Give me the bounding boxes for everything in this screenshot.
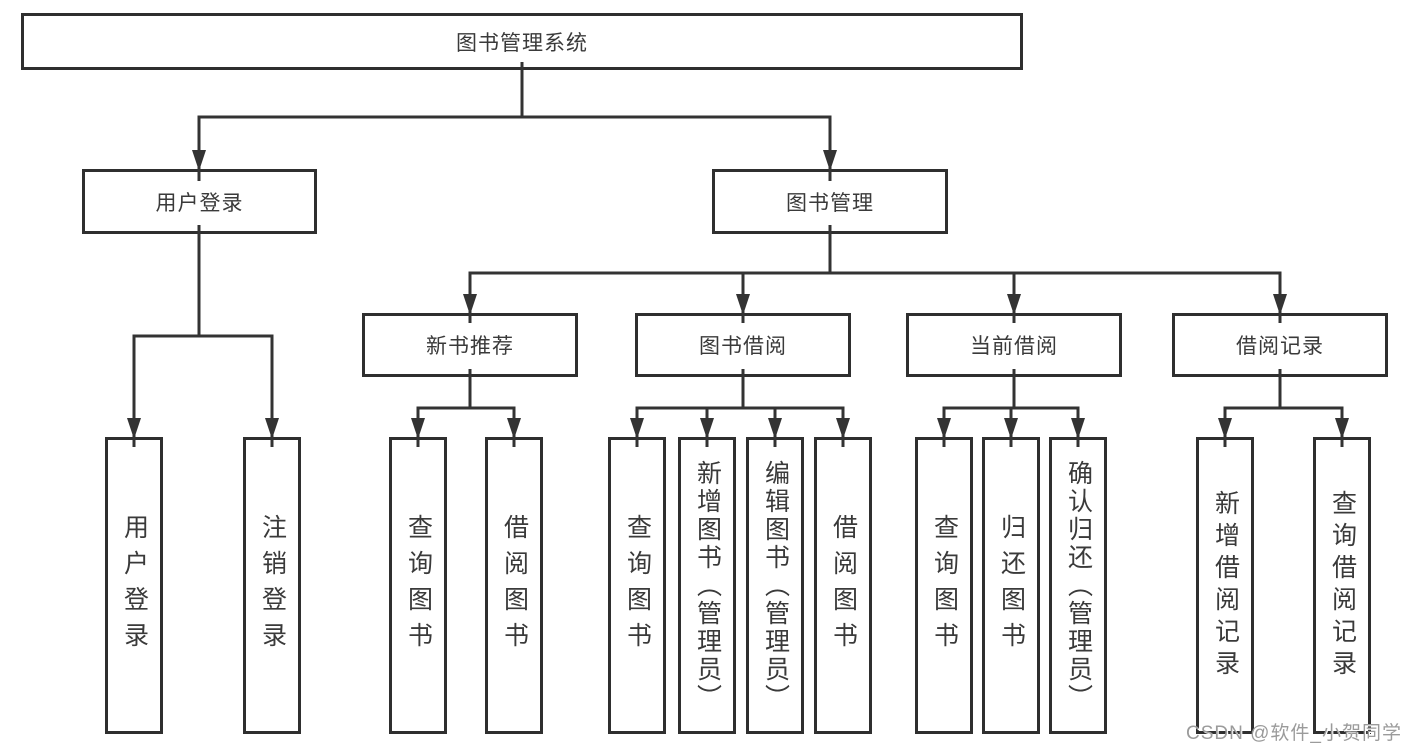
- node-label: 查询图书: [930, 513, 959, 658]
- node-label: 归还图书: [997, 513, 1026, 658]
- node-label: 图书借阅: [699, 335, 787, 358]
- node-book-borrowing: 图书借阅: [635, 313, 851, 377]
- leaf-add-borrow-record: 新增借阅记录: [1196, 437, 1254, 734]
- node-label: 当前借阅: [970, 335, 1058, 358]
- leaf-borrow-books-recommend: 借阅图书: [485, 437, 543, 734]
- leaf-user-login: 用户登录: [105, 437, 163, 734]
- node-label: 新书推荐: [426, 335, 514, 358]
- node-user-login: 用户登录: [82, 169, 317, 234]
- node-label: 图书管理: [786, 191, 874, 215]
- leaf-confirm-return-admin: 确认归还（管理员）: [1049, 437, 1107, 734]
- leaf-add-book-admin: 新增图书（管理员）: [678, 437, 736, 734]
- node-label: 查询图书: [623, 513, 652, 658]
- node-borrowing-records: 借阅记录: [1172, 313, 1388, 377]
- node-label: 新增图书（管理员）: [693, 459, 722, 712]
- leaf-return-book: 归还图书: [982, 437, 1040, 734]
- node-label: 查询借阅记录: [1328, 489, 1357, 682]
- leaf-query-books-current: 查询图书: [915, 437, 973, 734]
- leaf-query-books-borrow: 查询图书: [608, 437, 666, 734]
- watermark-text: CSDN @软件_小贺同学: [1186, 723, 1402, 744]
- leaf-query-borrow-record: 查询借阅记录: [1313, 437, 1371, 734]
- node-label: 查询图书: [404, 513, 433, 658]
- leaf-borrow-books: 借阅图书: [814, 437, 872, 734]
- node-label: 借阅图书: [829, 513, 858, 658]
- node-label: 图书管理系统: [456, 31, 588, 55]
- node-current-borrowing: 当前借阅: [906, 313, 1122, 377]
- node-label: 注销登录: [258, 513, 287, 658]
- node-label: 借阅记录: [1236, 335, 1324, 358]
- node-label: 新增借阅记录: [1211, 489, 1240, 682]
- node-label: 用户登录: [120, 513, 149, 658]
- node-new-book-recommendation: 新书推荐: [362, 313, 578, 377]
- node-label: 编辑图书（管理员）: [761, 459, 790, 712]
- leaf-edit-book-admin: 编辑图书（管理员）: [746, 437, 804, 734]
- leaf-logout: 注销登录: [243, 437, 301, 734]
- node-book-management: 图书管理: [712, 169, 948, 234]
- node-label: 确认归还（管理员）: [1064, 459, 1093, 712]
- leaf-query-books-recommend: 查询图书: [389, 437, 447, 734]
- node-label: 借阅图书: [500, 513, 529, 658]
- node-label: 用户登录: [155, 191, 244, 215]
- node-library-management-system: 图书管理系统: [21, 13, 1023, 70]
